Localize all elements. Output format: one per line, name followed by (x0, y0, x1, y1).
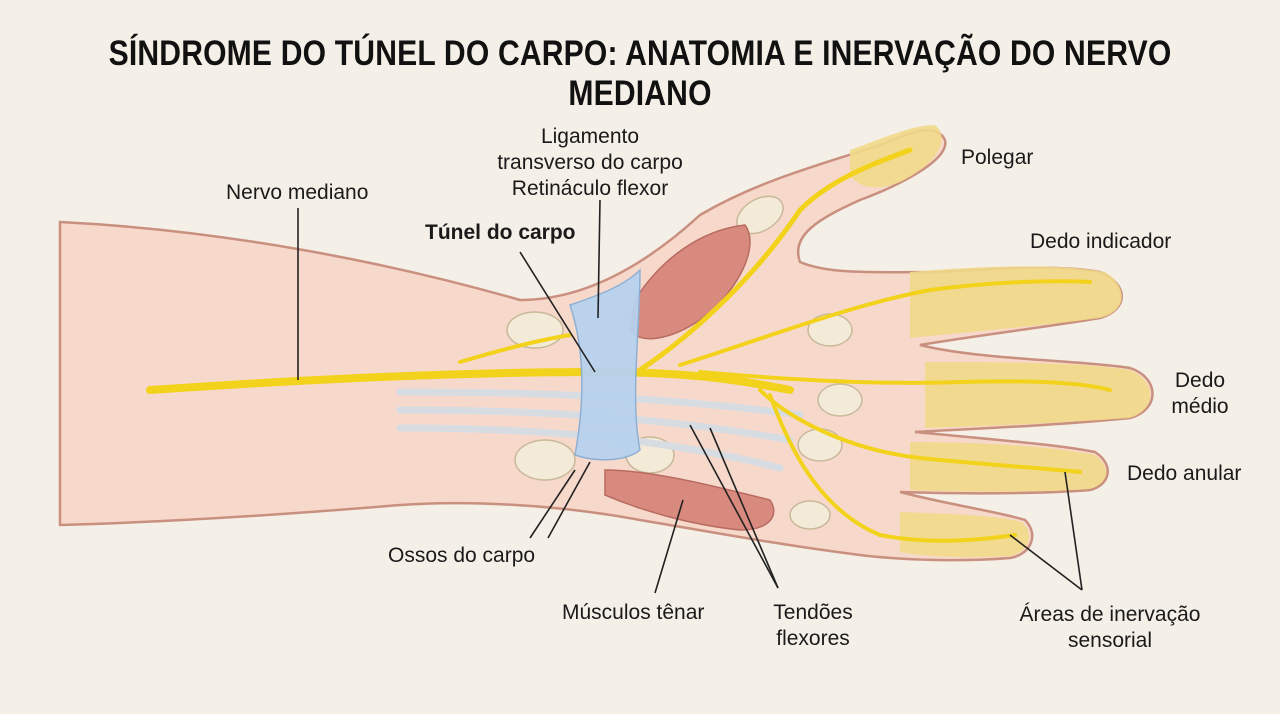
thenar-muscle-upper (629, 224, 751, 340)
label-carpal-bones: Ossos do carpo (388, 544, 536, 567)
sensory-area-index (910, 266, 1122, 338)
thenar-muscle-lower (604, 469, 775, 531)
label-median-nerve: Nervo mediano (226, 181, 369, 204)
leader-lines (297, 199, 1083, 594)
page-title: SÍNDROME DO TÚNEL DO CARPO: ANATOMIA E I… (108, 34, 1172, 113)
transverse-carpal-ligament (569, 268, 641, 461)
label-thumb: Polegar (961, 146, 1034, 169)
label-index-finger: Dedo indicador (1030, 230, 1172, 253)
label-thenar-muscles: Músculos tênar (562, 601, 705, 624)
label-carpal-tunnel: Túnel do carpo (425, 221, 576, 244)
sensory-area-middle (925, 362, 1151, 428)
label-sensory-areas: Áreas de inervação sensorial (1019, 603, 1201, 652)
label-ligament: Ligamento transverso do carpo Retináculo… (497, 125, 683, 200)
label-middle-finger: Dedo médio (1171, 369, 1229, 418)
sensory-area-little (900, 512, 1030, 558)
label-ring-finger: Dedo anular (1127, 462, 1242, 485)
median-nerve (146, 147, 1112, 543)
label-flexor-tendons: Tendões flexores (773, 601, 853, 650)
